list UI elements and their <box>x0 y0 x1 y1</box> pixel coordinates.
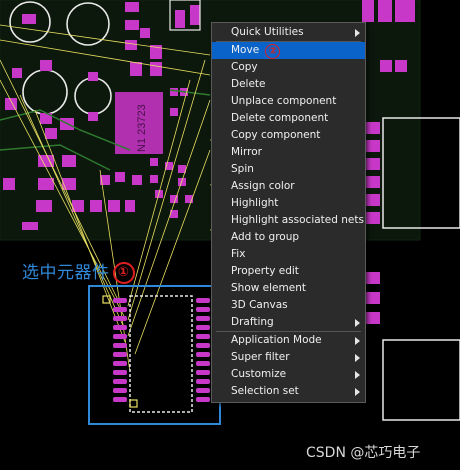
menu-item-property-edit[interactable]: Property edit <box>212 263 365 280</box>
menu-item-label: Application Mode <box>231 334 322 346</box>
capacitor-c1[interactable] <box>9 1 51 43</box>
right-edge-parts <box>169 0 460 421</box>
menu-item-customize[interactable]: Customize <box>212 366 365 383</box>
submenu-arrow-icon <box>355 388 360 396</box>
capacitor-c2[interactable] <box>66 2 110 46</box>
menu-item-delete-component[interactable]: Delete component <box>212 110 365 127</box>
menu-item-label: Highlight associated nets <box>231 214 364 226</box>
menu-separator <box>216 331 361 332</box>
menu-item-label: Highlight <box>231 197 279 209</box>
selection-highlight-box <box>88 285 221 425</box>
submenu-arrow-icon <box>355 337 360 345</box>
submenu-arrow-icon <box>355 29 360 37</box>
menu-item-label: Customize <box>231 368 287 380</box>
step1-marker: ① <box>112 262 135 284</box>
menu-item-label: Property edit <box>231 265 299 277</box>
menu-separator <box>216 41 361 42</box>
menu-item-label: Fix <box>231 248 246 260</box>
menu-item-delete[interactable]: Delete <box>212 76 365 93</box>
menu-item-assign-color[interactable]: Assign color <box>212 178 365 195</box>
menu-item-label: Selection set <box>231 385 299 397</box>
menu-item-3d-canvas[interactable]: 3D Canvas <box>212 297 365 314</box>
menu-item-label: Drafting <box>231 316 274 328</box>
menu-item-application-mode[interactable]: Application Mode <box>212 332 365 349</box>
menu-item-label: Move <box>231 44 260 56</box>
menu-item-selection-set[interactable]: Selection set <box>212 383 365 400</box>
menu-item-label: Spin <box>231 163 254 175</box>
menu-item-label: Copy <box>231 61 258 73</box>
menu-item-highlight-associated-nets[interactable]: Highlight associated nets <box>212 212 365 229</box>
menu-item-label: Copy component <box>231 129 321 141</box>
menu-item-show-element[interactable]: Show element <box>212 280 365 297</box>
chip-label: N1 23723 <box>136 104 148 152</box>
ground-traces <box>0 89 211 171</box>
menu-item-label: Mirror <box>231 146 262 158</box>
menu-item-copy-component[interactable]: Copy component <box>212 127 365 144</box>
menu-item-drafting[interactable]: Drafting <box>212 314 365 331</box>
menu-item-move[interactable]: Move ② <box>212 42 365 59</box>
menu-item-label: Delete component <box>231 112 329 124</box>
menu-item-fix[interactable]: Fix <box>212 246 365 263</box>
step2-marker: ② <box>265 44 281 59</box>
menu-item-label: Show element <box>231 282 306 294</box>
menu-item-label: Delete <box>231 78 266 90</box>
menu-item-label: Quick Utilities <box>231 26 304 38</box>
capacitor-c3[interactable] <box>22 60 68 139</box>
menu-item-label: Super filter <box>231 351 290 363</box>
submenu-arrow-icon <box>355 354 360 362</box>
menu-item-super-filter[interactable]: Super filter <box>212 349 365 366</box>
selected-component[interactable] <box>102 295 210 413</box>
menu-item-highlight[interactable]: Highlight <box>212 195 365 212</box>
submenu-arrow-icon <box>355 371 360 379</box>
ic-n1[interactable]: N1 23723 <box>115 92 163 154</box>
menu-item-label: 3D Canvas <box>231 299 288 311</box>
menu-item-label: Assign color <box>231 180 295 192</box>
annotation-select-text: 选中元器件 <box>22 263 110 283</box>
menu-item-label: Add to group <box>231 231 300 243</box>
menu-item-spin[interactable]: Spin <box>212 161 365 178</box>
menu-item-add-to-group[interactable]: Add to group <box>212 229 365 246</box>
menu-item-quick-utilities[interactable]: Quick Utilities <box>212 24 365 41</box>
menu-item-unplace-component[interactable]: Unplace component <box>212 93 365 110</box>
menu-item-label: Unplace component <box>231 95 337 107</box>
menu-item-mirror[interactable]: Mirror <box>212 144 365 161</box>
capacitor-c4[interactable] <box>74 72 112 121</box>
submenu-arrow-icon <box>355 319 360 327</box>
menu-item-copy[interactable]: Copy <box>212 59 365 76</box>
watermark: CSDN @芯巧电子 <box>306 445 421 461</box>
